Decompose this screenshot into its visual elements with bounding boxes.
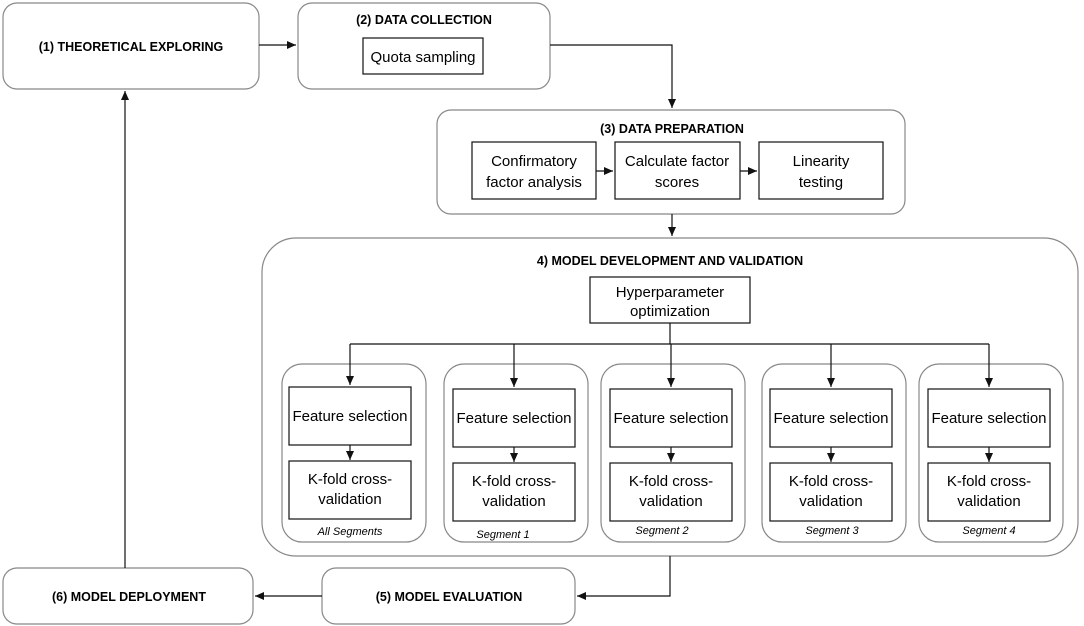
feature-selection-label: Feature selection — [292, 408, 407, 425]
segment-label: Segment 1 — [476, 529, 529, 541]
step-label: testing — [799, 174, 843, 191]
segment-all-segments: Feature selection K-fold cross- validati… — [281, 363, 427, 543]
step-label: factor analysis — [486, 174, 582, 191]
stage-model-deployment: (6) MODEL DEPLOYMENT — [2, 567, 254, 625]
segment-2: Feature selection K-fold cross- validati… — [600, 363, 746, 543]
kfold-label: K-fold cross- — [629, 473, 713, 490]
feature-selection-label: Feature selection — [456, 410, 571, 427]
kfold-label: validation — [639, 493, 702, 510]
stage-model-evaluation: (5) MODEL EVALUATION — [321, 567, 576, 625]
linearity-testing-box — [758, 141, 884, 200]
kfold-box — [769, 462, 893, 522]
hyperparameter-label: optimization — [630, 303, 710, 320]
kfold-box — [609, 462, 733, 522]
kfold-label: K-fold cross- — [947, 473, 1031, 490]
stage-title: (3) DATA PREPARATION — [600, 122, 744, 136]
kfold-label: K-fold cross- — [789, 473, 873, 490]
step-label: Confirmatory — [491, 153, 577, 170]
kfold-label: validation — [482, 493, 545, 510]
hyperparameter-label: Hyperparameter — [616, 284, 724, 301]
kfold-label: K-fold cross- — [472, 473, 556, 490]
segment-3: Feature selection K-fold cross- validati… — [761, 363, 907, 543]
quota-sampling-box — [362, 37, 484, 75]
stage-title: 4) MODEL DEVELOPMENT AND VALIDATION — [537, 254, 803, 268]
feature-selection-box — [769, 388, 893, 448]
feature-selection-box — [927, 388, 1051, 448]
confirmatory-factor-analysis-box — [471, 141, 597, 200]
kfold-label: K-fold cross- — [308, 471, 392, 488]
connectors — [121, 41, 993, 600]
quota-sampling-label: Quota sampling — [370, 49, 475, 66]
kfold-box — [927, 462, 1051, 522]
segment-label: Segment 2 — [635, 525, 688, 537]
feature-selection-box — [452, 388, 576, 448]
feature-selection-label: Feature selection — [613, 410, 728, 427]
arrow-2-to-3 — [550, 44, 676, 108]
step-label: scores — [655, 174, 699, 191]
stage-title: (5) MODEL EVALUATION — [376, 590, 523, 604]
stage-model-development: 4) MODEL DEVELOPMENT AND VALIDATION Hype… — [261, 237, 1079, 557]
kfold-label: validation — [957, 493, 1020, 510]
calculate-factor-scores-box — [614, 141, 741, 200]
kfold-label: validation — [799, 493, 862, 510]
stage-title: (6) MODEL DEPLOYMENT — [52, 590, 206, 604]
feature-selection-label: Feature selection — [773, 410, 888, 427]
segment-label: All Segments — [317, 526, 383, 538]
stage-title: (1) THEORETICAL EXPLORING — [39, 40, 224, 54]
segment-label: Segment 3 — [805, 525, 859, 537]
segment-4: Feature selection K-fold cross- validati… — [918, 363, 1064, 543]
kfold-box — [452, 462, 576, 522]
feature-selection-box — [609, 388, 733, 448]
kfold-box — [288, 460, 412, 520]
arrow-4-to-5 — [577, 556, 671, 600]
stage-title: (2) DATA COLLECTION — [356, 13, 492, 27]
stage-data-preparation: (3) DATA PREPARATION Confirmatory factor… — [436, 109, 906, 215]
stage-theoretical-exploring: (1) THEORETICAL EXPLORING — [2, 2, 260, 90]
step-label: Calculate factor — [625, 153, 729, 170]
feature-selection-label: Feature selection — [931, 410, 1046, 427]
segment-1: Feature selection K-fold cross- validati… — [443, 363, 589, 543]
segment-label: Segment 4 — [962, 525, 1015, 537]
stage-data-collection: (2) DATA COLLECTION Quota sampling — [297, 2, 551, 90]
kfold-label: validation — [318, 491, 381, 508]
step-label: Linearity — [793, 153, 850, 170]
